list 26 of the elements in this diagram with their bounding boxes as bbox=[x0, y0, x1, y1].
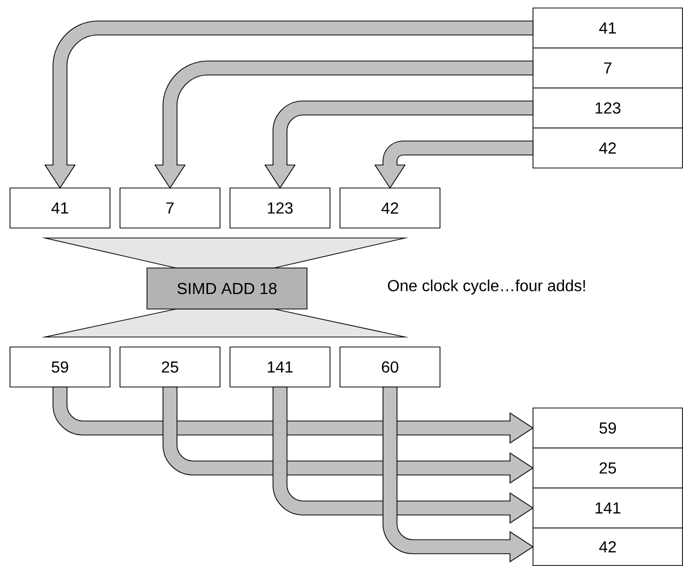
register-cell: 7 bbox=[120, 188, 220, 228]
register-cell: 42 bbox=[340, 188, 440, 228]
memory-cell: 25 bbox=[532, 448, 683, 488]
fat-arrow bbox=[162, 386, 534, 484]
register-cell: 25 bbox=[120, 346, 220, 388]
caption-text: One clock cycle…four adds! bbox=[388, 280, 585, 294]
memory-cell: 41 bbox=[532, 8, 683, 48]
memory-cell: 59 bbox=[532, 408, 683, 448]
memory-cell: 42 bbox=[532, 528, 683, 566]
memory-cell: 7 bbox=[532, 48, 683, 88]
register-cell: 123 bbox=[230, 188, 330, 228]
memory-cell: 42 bbox=[532, 128, 683, 168]
fat-arrow bbox=[44, 20, 534, 188]
fat-arrow bbox=[272, 386, 534, 524]
fat-arrow bbox=[52, 386, 534, 444]
register-cell: 59 bbox=[10, 346, 110, 388]
fat-arrow bbox=[154, 60, 534, 188]
memory-cell: 141 bbox=[532, 488, 683, 528]
memory-cell: 123 bbox=[532, 88, 683, 128]
fat-arrow bbox=[382, 386, 534, 562]
fat-arrow bbox=[264, 100, 534, 188]
fat-arrow bbox=[374, 140, 534, 188]
simd-instruction-box: SIMD ADD 18 bbox=[146, 268, 308, 310]
register-cell: 60 bbox=[340, 346, 440, 388]
register-cell: 141 bbox=[230, 346, 330, 388]
register-cell: 41 bbox=[10, 188, 110, 228]
